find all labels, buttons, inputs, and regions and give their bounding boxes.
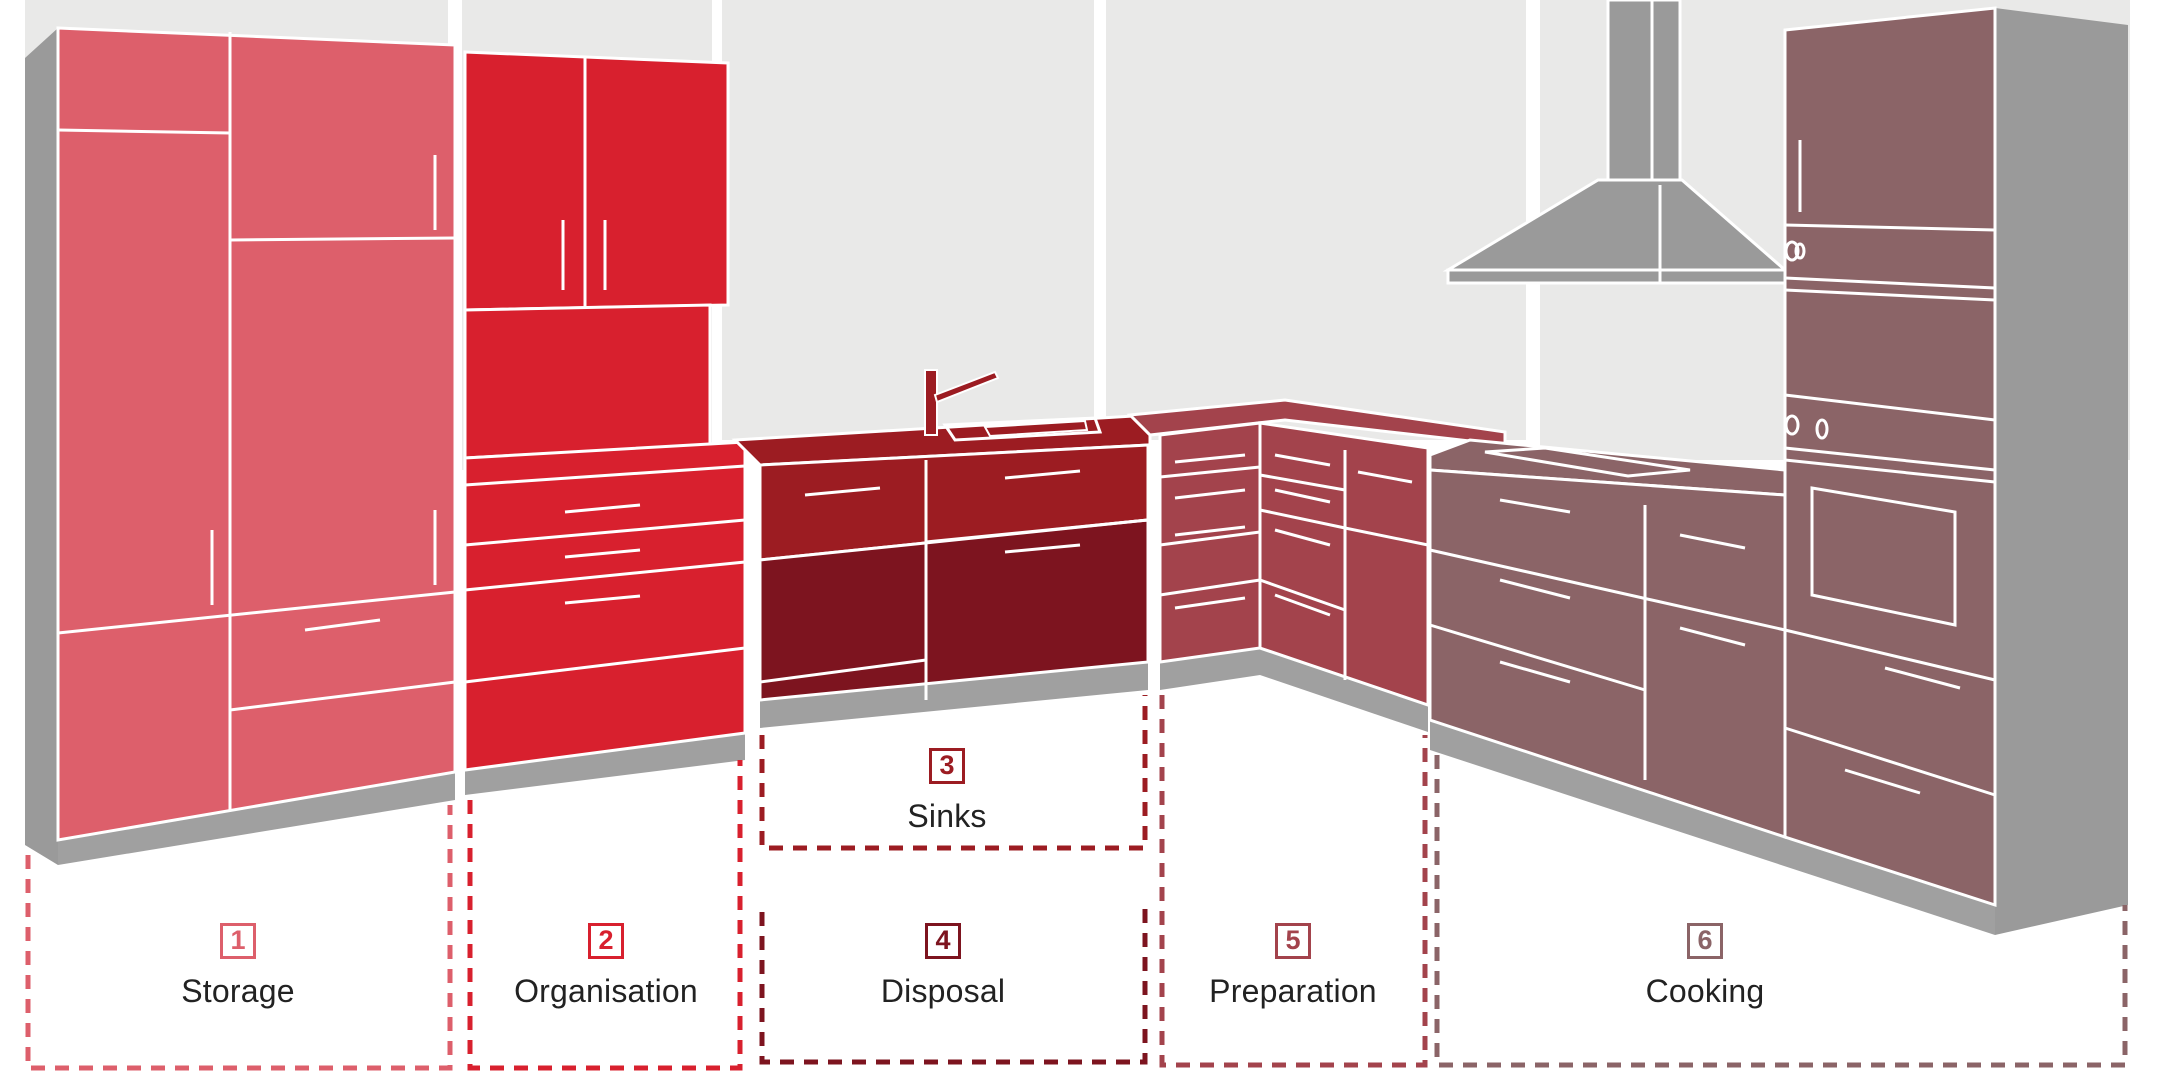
zone-label: Disposal: [880, 973, 1006, 1009]
preparation-units: [1126, 398, 1507, 732]
oven-knobs: [1784, 240, 1829, 440]
storage-plinth: [58, 772, 455, 865]
zone-boundary-organisation: [467, 760, 743, 1071]
cooking-plinth: [1430, 720, 1995, 935]
faucet: [924, 369, 1000, 436]
hob: [1484, 446, 1691, 478]
zone-boundary-sinks: [759, 695, 1148, 851]
oven-housing-side: [1995, 8, 2128, 935]
zone-preparation: 5 Preparation: [1163, 923, 1423, 1010]
zone-label: Preparation: [1209, 973, 1377, 1009]
zone-number-badge: 5: [1275, 923, 1311, 959]
oven-housing-front: [1783, 6, 1997, 908]
sink-disposal-units: [731, 369, 1152, 728]
organisation-units: [463, 50, 747, 795]
cooking-units: [1428, 0, 2128, 935]
zone-boundary-storage: [25, 805, 453, 1071]
organisation-upper-block: [463, 303, 712, 460]
zone-number-badge: 6: [1687, 923, 1723, 959]
zone-label: Cooking: [1645, 973, 1765, 1009]
zone-organisation: 2 Organisation: [476, 923, 736, 1010]
oven-window: [1810, 486, 1957, 627]
zone-disposal: 4 Disposal: [813, 923, 1073, 1010]
zone-label: Sinks: [907, 798, 987, 834]
sink-basin: [942, 416, 1103, 442]
preparation-plinth-right: [1260, 648, 1428, 732]
zone-label: Organisation: [514, 973, 698, 1009]
storage-units: [25, 26, 457, 865]
storage-front: [56, 26, 457, 842]
extractor-hood: [1442, 0, 1789, 285]
organisation-plinth: [465, 733, 745, 795]
storage-side-panel: [25, 28, 58, 865]
zone-label: Storage: [181, 973, 295, 1009]
organisation-wall-cabinet: [463, 50, 730, 312]
zone-sinks: 3 Sinks: [817, 748, 1077, 835]
zone-boundary-disposal: [759, 905, 1148, 1065]
zone-number-badge: 1: [220, 923, 256, 959]
zone-number-badge: 3: [929, 748, 965, 784]
zone-cooking: 6 Cooking: [1575, 923, 1835, 1010]
zone-boundaries: [25, 695, 2128, 1071]
zone-number-badge: 4: [925, 923, 961, 959]
zone-boundary-cooking: [1434, 755, 2128, 1068]
zone-number-badge: 2: [588, 923, 624, 959]
sink-plinth: [760, 662, 1148, 728]
zone-boundary-preparation: [1159, 695, 1428, 1068]
wall-panel: [1106, 0, 1526, 440]
wall-panel: [722, 0, 1094, 440]
sink-basin-inner: [983, 419, 1089, 438]
zone-storage: 1 Storage: [108, 923, 368, 1010]
organisation-base-front: [463, 440, 747, 772]
